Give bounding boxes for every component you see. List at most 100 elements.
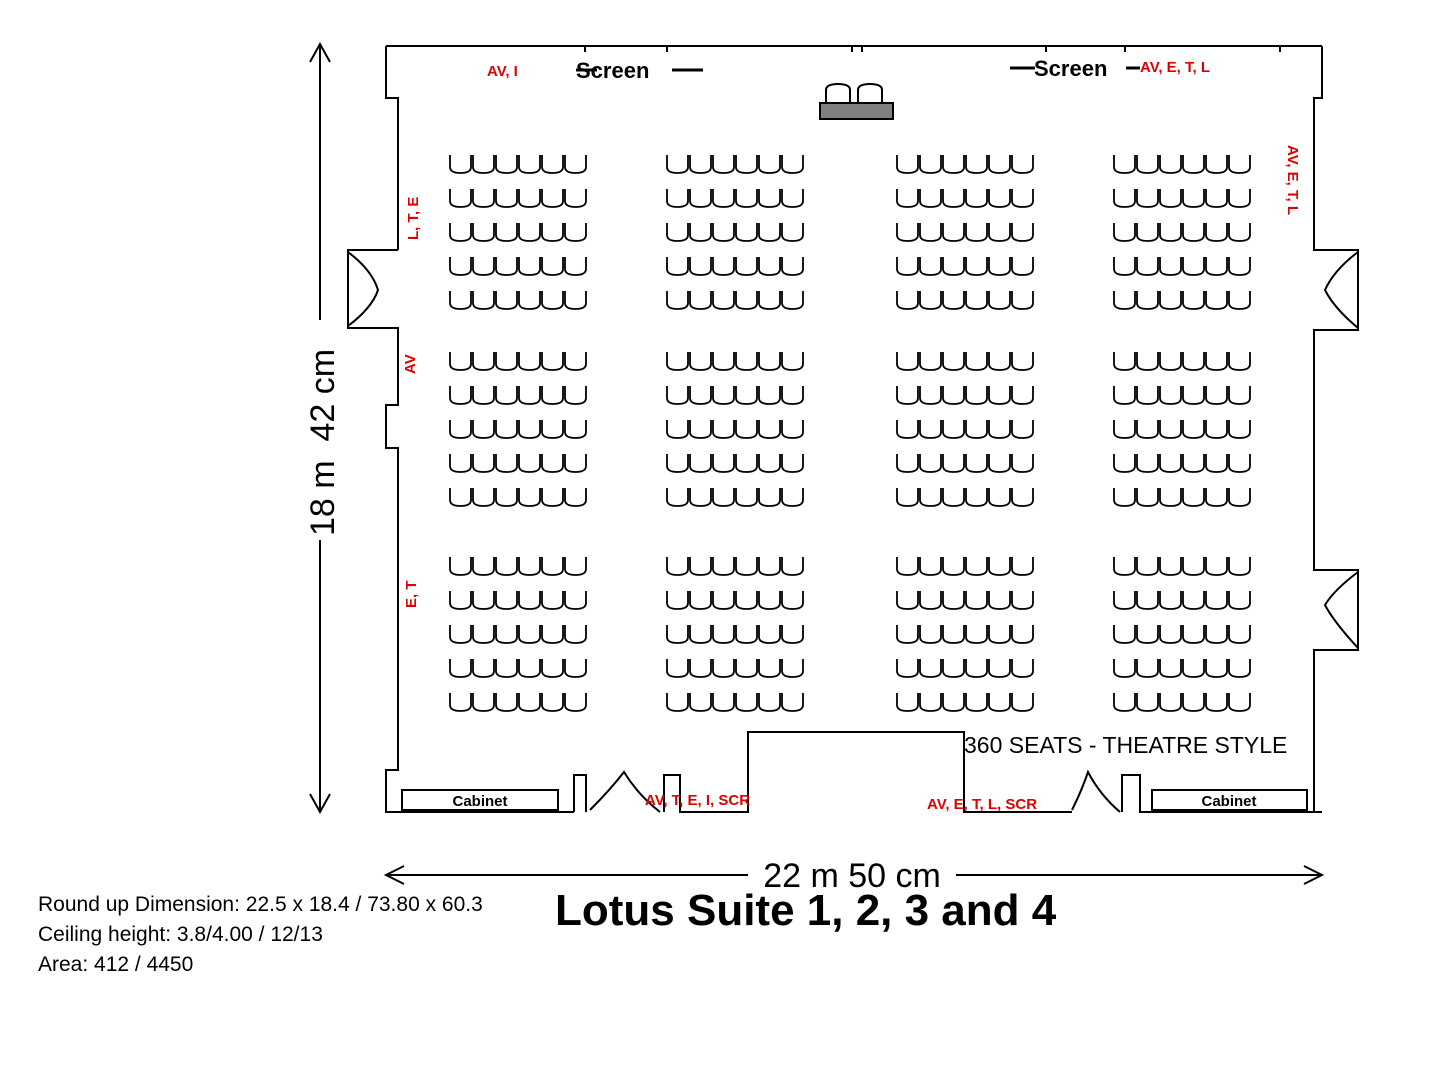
service-label-top-right: AV, E, T, L xyxy=(1140,59,1210,76)
seat xyxy=(1228,591,1251,610)
seat xyxy=(495,659,518,678)
capacity-label: 360 SEATS - THEATRE STYLE xyxy=(964,732,1287,758)
seat xyxy=(1228,454,1251,473)
seat xyxy=(1205,386,1228,405)
seat xyxy=(758,420,781,439)
seat xyxy=(735,223,758,242)
seat xyxy=(1011,189,1034,208)
seat xyxy=(988,488,1011,507)
seat xyxy=(735,557,758,576)
seat xyxy=(518,291,541,310)
seat xyxy=(712,352,735,371)
seat xyxy=(712,591,735,610)
seat xyxy=(472,189,495,208)
seat xyxy=(564,155,587,174)
seat xyxy=(712,625,735,644)
seat xyxy=(518,557,541,576)
seat xyxy=(735,488,758,507)
seat xyxy=(1113,659,1136,678)
seat xyxy=(1113,420,1136,439)
seat xyxy=(965,693,988,712)
seat xyxy=(896,291,919,310)
seat xyxy=(1228,488,1251,507)
seat xyxy=(919,420,942,439)
seat xyxy=(1228,659,1251,678)
seat xyxy=(1159,557,1182,576)
seat xyxy=(781,189,804,208)
seat xyxy=(942,693,965,712)
seat xyxy=(965,352,988,371)
seat xyxy=(919,352,942,371)
seat xyxy=(449,557,472,576)
seat xyxy=(495,454,518,473)
cabinet-left xyxy=(401,789,559,811)
area-info: Area: 412 / 4450 xyxy=(38,953,194,976)
seat xyxy=(735,693,758,712)
seat xyxy=(1159,454,1182,473)
seat xyxy=(472,291,495,310)
seat xyxy=(1011,591,1034,610)
seat xyxy=(449,488,472,507)
seat xyxy=(965,386,988,405)
room-walls xyxy=(347,45,1359,813)
seat xyxy=(449,386,472,405)
seat xyxy=(449,155,472,174)
seat xyxy=(1182,223,1205,242)
seat xyxy=(564,454,587,473)
seat xyxy=(896,352,919,371)
door-right-wall-top xyxy=(1323,251,1359,329)
seat xyxy=(564,591,587,610)
seat xyxy=(1228,420,1251,439)
seat xyxy=(965,557,988,576)
seat xyxy=(1011,625,1034,644)
seat xyxy=(472,257,495,276)
seat xyxy=(1136,155,1159,174)
seat xyxy=(758,557,781,576)
seat xyxy=(518,488,541,507)
seat xyxy=(472,625,495,644)
seat xyxy=(541,591,564,610)
seat xyxy=(666,420,689,439)
seat xyxy=(942,454,965,473)
seat xyxy=(541,693,564,712)
seat xyxy=(666,257,689,276)
seat xyxy=(1136,291,1159,310)
seat xyxy=(781,693,804,712)
seat xyxy=(666,223,689,242)
seat xyxy=(449,223,472,242)
door-bottom-left xyxy=(589,770,661,813)
seat xyxy=(1011,659,1034,678)
seat xyxy=(1159,155,1182,174)
seat xyxy=(1136,420,1159,439)
seat xyxy=(712,557,735,576)
seat xyxy=(495,291,518,310)
seat xyxy=(666,557,689,576)
seat xyxy=(1205,155,1228,174)
seat xyxy=(1182,352,1205,371)
seat xyxy=(919,257,942,276)
seat xyxy=(1011,488,1034,507)
seat xyxy=(472,659,495,678)
seat xyxy=(449,189,472,208)
seat xyxy=(495,223,518,242)
height-dimension-label: 18 m 42 cm xyxy=(304,349,342,536)
seat xyxy=(965,659,988,678)
seat xyxy=(472,352,495,371)
seat xyxy=(965,591,988,610)
seat xyxy=(1205,352,1228,371)
service-label-left-wall-mid: AV xyxy=(402,354,419,374)
seat xyxy=(1205,625,1228,644)
seat xyxy=(1159,659,1182,678)
cabinet-right-label: Cabinet xyxy=(1201,793,1256,810)
seat xyxy=(1205,488,1228,507)
seat xyxy=(689,155,712,174)
seat xyxy=(988,420,1011,439)
seat xyxy=(942,189,965,208)
seat xyxy=(712,257,735,276)
seat xyxy=(495,693,518,712)
seat xyxy=(919,291,942,310)
seat xyxy=(518,454,541,473)
seat xyxy=(988,257,1011,276)
seat xyxy=(541,352,564,371)
seat xyxy=(1205,591,1228,610)
